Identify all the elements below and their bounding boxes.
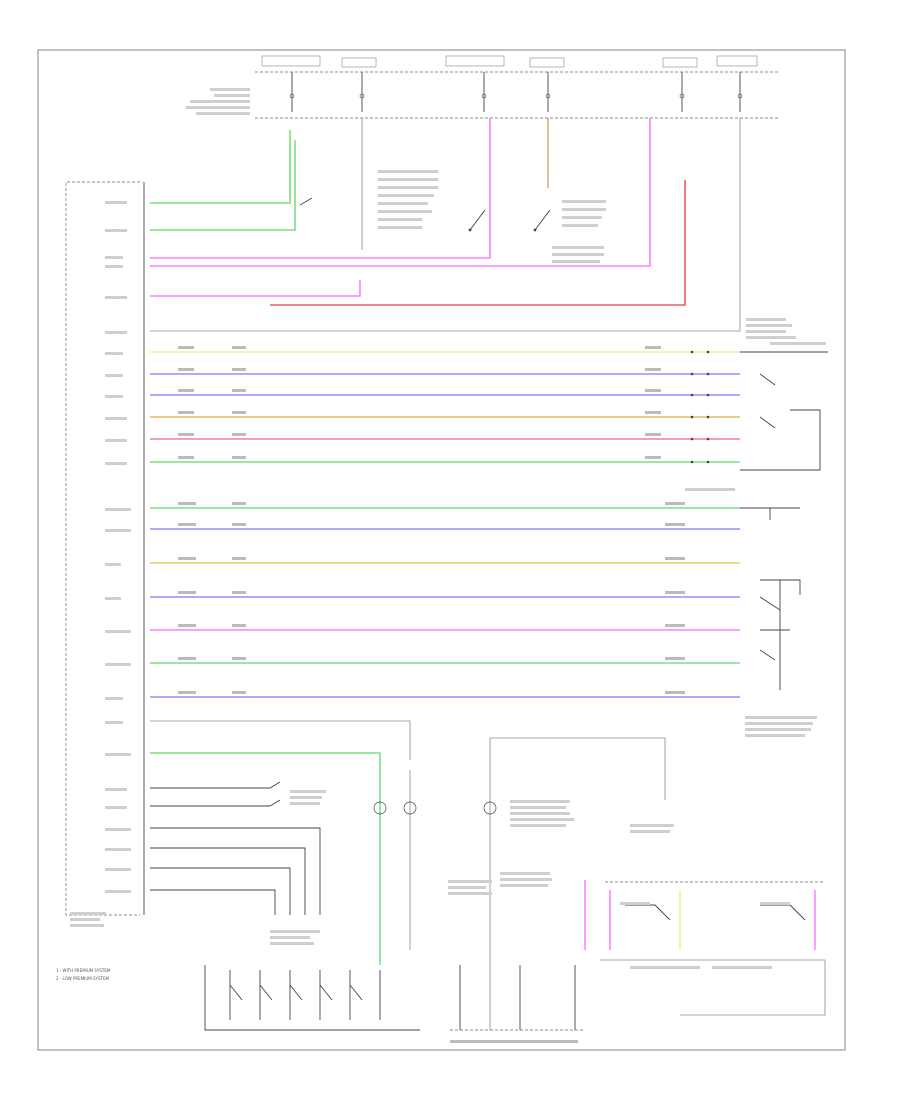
pcm-module-outline <box>65 181 140 916</box>
top-left-notes <box>186 88 250 115</box>
bottom-ground-bus <box>450 965 585 1043</box>
lower-sensors <box>270 790 674 945</box>
bottom-switch-ladder <box>204 965 420 1031</box>
diagram-frame <box>37 49 846 1051</box>
fuse-drops <box>289 72 743 112</box>
right-side-switches-lower <box>740 507 817 737</box>
pcm-pin-labels <box>70 201 131 927</box>
fuse-blocks <box>261 55 758 68</box>
legend-line-1: 1 - WITH PREMIUM SYSTEM <box>56 968 111 973</box>
switch-group-top <box>299 170 606 263</box>
bottom-right-module <box>584 880 826 1016</box>
wire-pink-top <box>150 118 651 297</box>
lower-dark-wires <box>150 781 321 915</box>
wire-gray-top <box>150 118 741 332</box>
wire-green-lower <box>150 752 381 965</box>
wire-green-top <box>150 130 296 231</box>
lower-gray-bus <box>150 720 666 1030</box>
wire-red-top <box>270 180 686 306</box>
legend-line-2: 2 - LOW PREMIUM SYSTEM <box>56 976 109 981</box>
right-side-switches <box>685 318 828 491</box>
wire-labels <box>178 346 685 694</box>
